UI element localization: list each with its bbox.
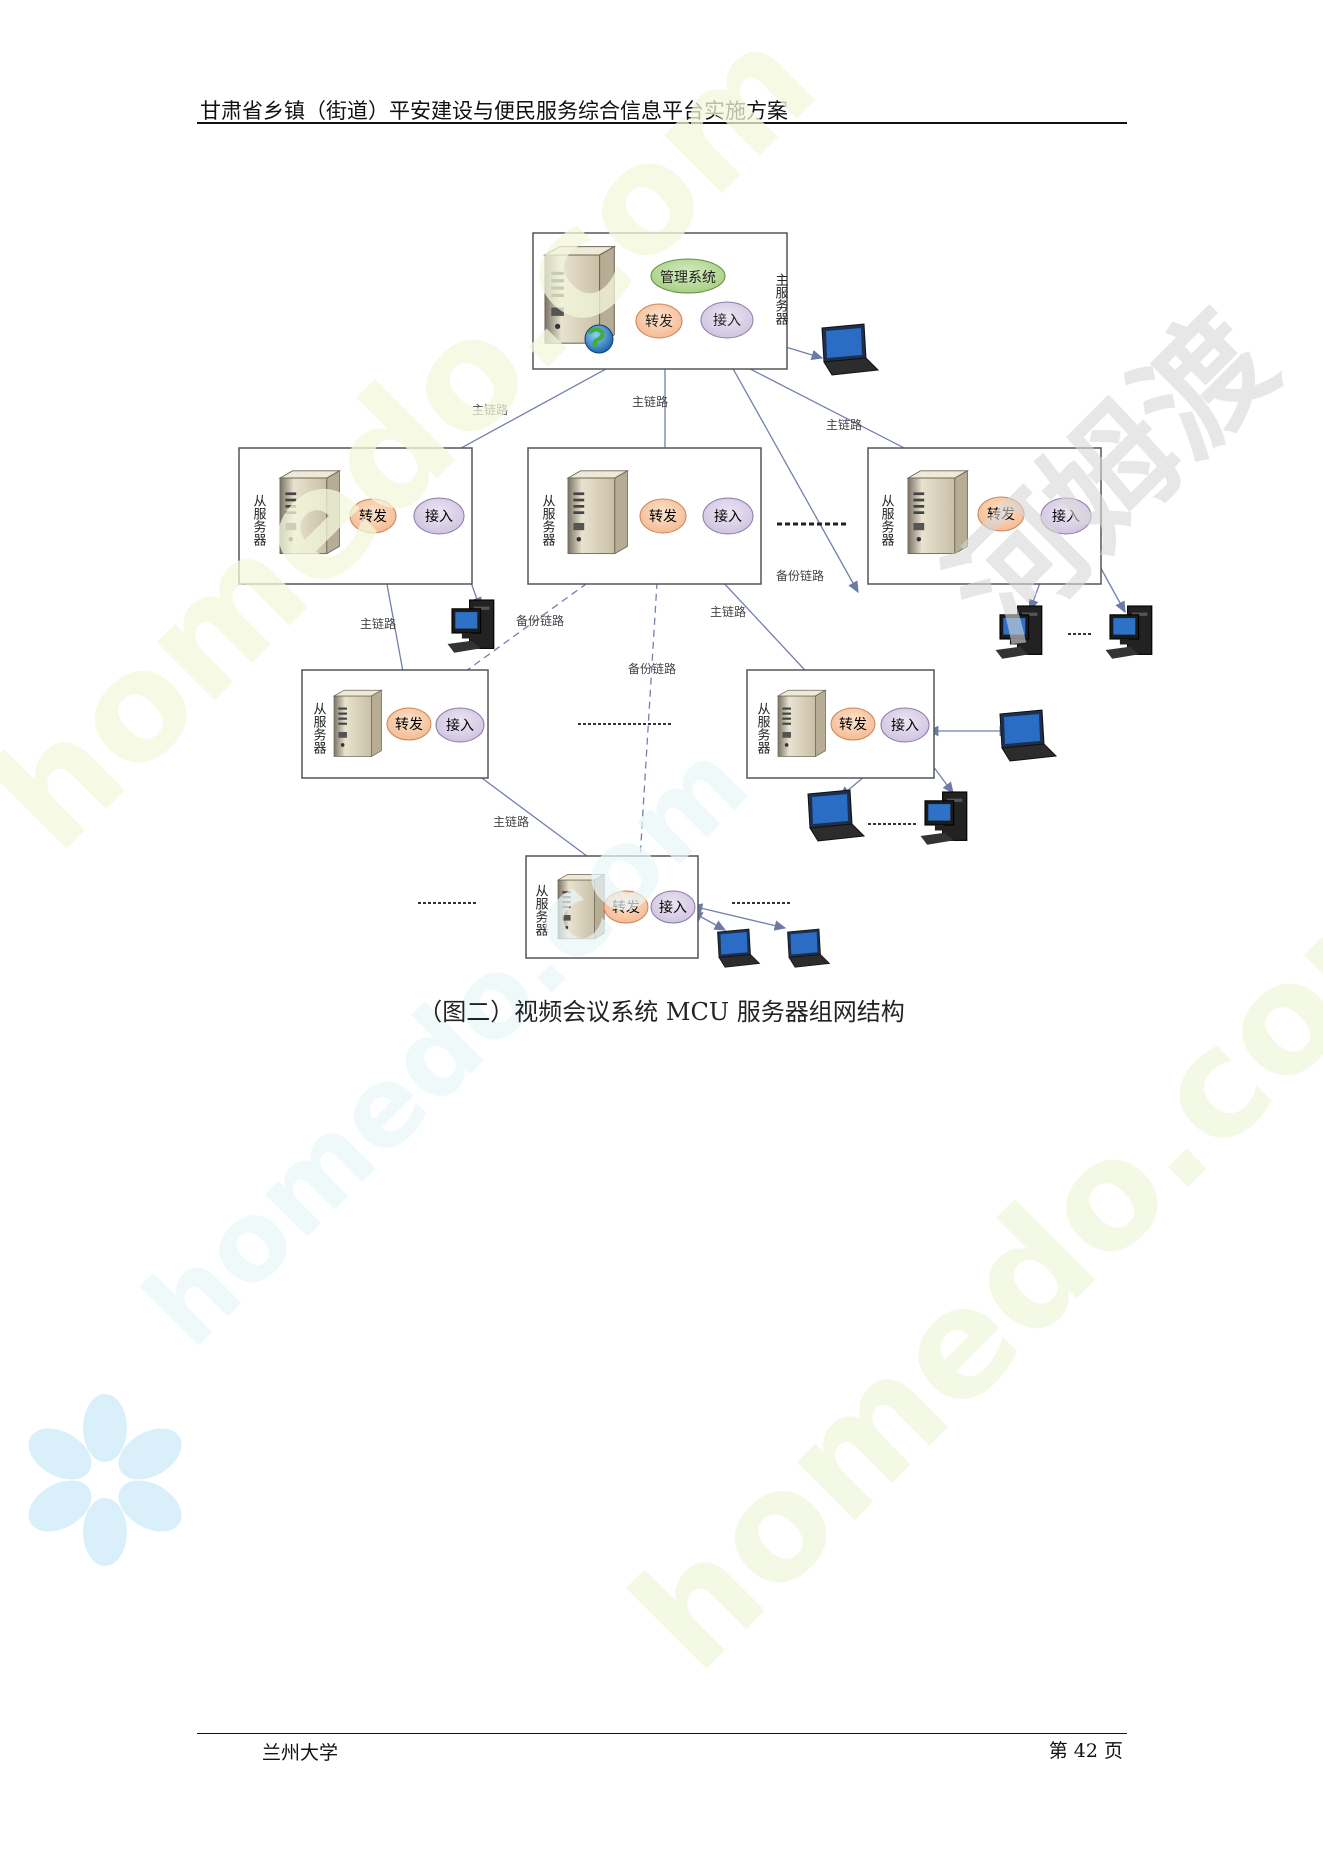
link-label: 备份链路 <box>776 568 824 583</box>
laptop-icon <box>821 323 879 376</box>
access-label: 接入 <box>891 717 919 734</box>
desktop-icon <box>1105 605 1153 660</box>
sub-server-bottom: 从服务器 转发 接入 <box>525 855 699 959</box>
main-server-label: 主服务器 <box>773 273 789 326</box>
sub-server-row2-left: 从服务器 转发 接入 <box>301 669 489 779</box>
sub-server-label: 从服务器 <box>755 702 771 755</box>
footer-rule <box>197 1733 1127 1734</box>
forward-label: 转发 <box>359 509 387 525</box>
sub-server-label: 从服务器 <box>879 494 895 547</box>
document-header-title: 甘肃省乡镇（街道）平安建设与便民服务综合信息平台实施方案 <box>200 99 788 123</box>
access-label: 接入 <box>446 717 474 734</box>
management-label: 管理系统 <box>660 270 716 286</box>
sub-server-row2-right: 从服务器 转发 接入 <box>746 669 935 779</box>
forward-label: 转发 <box>612 900 640 916</box>
access-label: 接入 <box>1052 508 1080 525</box>
link-label: 主链路 <box>360 616 396 631</box>
sub-server-left: 从服务器 转发 接入 <box>238 447 473 585</box>
forward-label: 转发 <box>839 717 867 733</box>
sub-server-center: 从服务器 转发 接入 <box>527 447 762 585</box>
link-label: 备份链路 <box>628 661 676 676</box>
figure-caption: （图二）视频会议系统 MCU 服务器组网结构 <box>418 998 905 1026</box>
sub-server-label: 从服务器 <box>540 494 556 547</box>
laptop-icon <box>787 928 830 968</box>
desktop-icon <box>447 599 495 654</box>
link-label: 主链路 <box>826 417 862 432</box>
sub-server-right: 从服务器 转发 接入 <box>867 447 1102 585</box>
page-number: 第 42 页 <box>1048 1740 1123 1762</box>
sub-server-label: 从服务器 <box>251 494 267 547</box>
desktop-icon <box>995 605 1043 660</box>
sub-server-label: 从服务器 <box>311 702 327 755</box>
link-label: 主链路 <box>472 402 508 417</box>
forward-label: 转发 <box>987 507 1015 523</box>
link-label: 备份链路 <box>516 613 564 628</box>
laptop-icon <box>717 928 760 968</box>
laptop-icon <box>999 709 1057 762</box>
forward-label: 转发 <box>645 314 673 330</box>
forward-label: 转发 <box>649 509 677 525</box>
link-label: 主链路 <box>493 814 529 829</box>
main-server: 管理系统 转发 接入 主服务器 <box>532 232 789 370</box>
desktop-icon <box>920 791 968 846</box>
access-label: 接入 <box>713 312 741 329</box>
laptop-icon <box>807 789 865 842</box>
header-rule <box>197 122 1127 124</box>
footer-institution: 兰州大学 <box>262 1742 339 1764</box>
access-label: 接入 <box>714 508 742 525</box>
access-label: 接入 <box>659 899 687 916</box>
link-label: 主链路 <box>710 604 746 619</box>
access-label: 接入 <box>425 508 453 525</box>
link-label: 主链路 <box>632 394 668 409</box>
forward-label: 转发 <box>395 717 423 733</box>
sub-server-label: 从服务器 <box>533 884 549 937</box>
